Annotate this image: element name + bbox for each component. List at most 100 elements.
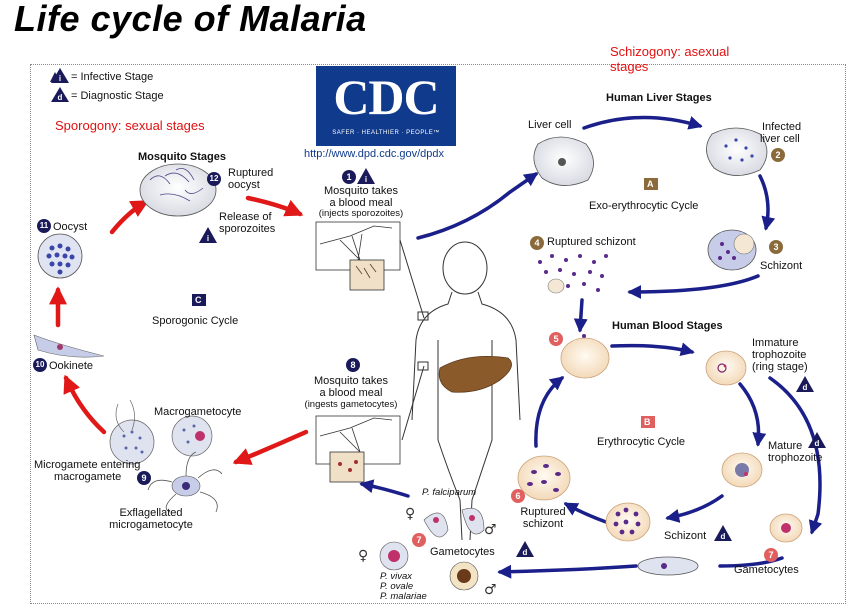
rbc-merozoite-image [560, 334, 610, 379]
human-silhouette [399, 239, 521, 541]
svg-text:i: i [207, 234, 209, 243]
diagnostic-icon-ring: d [796, 376, 814, 392]
diagnostic-icon-gametocytes: d [516, 541, 534, 557]
cdc-url[interactable]: http://www.dpd.cdc.gov/dpdx [304, 148, 445, 160]
badge-2: 2 [775, 150, 781, 160]
ookinete-label: Ookinete [49, 360, 94, 372]
immature-line3: (ring stage) [752, 361, 808, 373]
ruptured-oocyst-line2: oocyst [228, 179, 260, 191]
badge-12: 12 [209, 174, 219, 183]
cycle-a-letter: A [647, 179, 654, 189]
infected-line1: Infected [762, 121, 802, 133]
svg-text:♀: ♀ [405, 506, 415, 522]
gametocyte-crescent-image [637, 556, 699, 576]
liver-ruptured-schizont-image [538, 254, 608, 294]
mature-trophozoite-image [721, 452, 763, 488]
microgamete-image [109, 399, 155, 465]
oocyst-image [37, 233, 83, 279]
page-title: Life cycle of Malaria [14, 0, 367, 39]
infected-line2: liver cell [760, 133, 800, 145]
exflagellated-line1: Exflagellated [119, 507, 183, 519]
blood-ruptured-schizont-image [517, 455, 571, 501]
liver-cell-image [533, 136, 594, 186]
species-malariae: P. malariae [380, 591, 427, 602]
liver-schizont-label: Schizont [760, 260, 803, 272]
stage8-line1: Mosquito takes [314, 375, 388, 387]
diagnostic-legend-icon: d [51, 87, 69, 102]
diagnostic-icon-schizont: d [714, 525, 732, 541]
infective-legend-icon: i [50, 68, 69, 83]
badge-7b: 7 [416, 535, 422, 545]
mosquito-bite-image-2 [315, 415, 401, 483]
badge-4: 4 [534, 238, 540, 248]
ring-stage-image [705, 350, 747, 386]
svg-text:d: d [58, 93, 63, 102]
red-arrows [49, 195, 309, 465]
svg-text:♀: ♀ [358, 548, 368, 564]
ookinete-image [33, 334, 105, 358]
ruptured-schizont-line2: schizont [522, 518, 564, 530]
badge-11: 11 [39, 221, 49, 230]
ruptured-schizont-line1: Ruptured [520, 506, 566, 518]
badge-7: 7 [768, 550, 774, 560]
stage8-line3: (ingests gametocytes) [304, 399, 398, 410]
species-falciparum: P. falciparum [422, 487, 477, 498]
gametocytes-center-label: Gametocytes [430, 546, 495, 558]
macrogametocyte-image [171, 415, 213, 457]
sporogony-annotation-1: Sporogony: sexual stages [55, 118, 205, 133]
blood-stages-header: Human Blood Stages [612, 320, 723, 332]
cdc-logo: CDC SAFER · HEALTHIER · PEOPLE™ [316, 66, 456, 146]
cycle-b-box [641, 416, 655, 428]
cdc-tagline: SAFER · HEALTHIER · PEOPLE™ [332, 130, 440, 136]
stage1-line1: Mosquito takes [324, 185, 398, 197]
svg-text:d: d [803, 383, 808, 392]
stage-badges-navy [33, 170, 360, 485]
svg-text:i: i [365, 175, 367, 184]
sex-symbols: ♀ ♂ ♀ ♂ [358, 506, 497, 598]
mosquito-stages-header: Mosquito Stages [138, 151, 227, 163]
blood-schizont-label: Schizont [664, 530, 707, 542]
liver-cell-label: Liver cell [528, 119, 572, 131]
liver-schizont-image [707, 229, 757, 271]
badge-1: 1 [346, 172, 352, 182]
legend-diagnostic-label: = Diagnostic Stage [71, 90, 164, 102]
microgamete-line2: macrogamete [54, 471, 122, 483]
badge-6: 6 [515, 491, 521, 501]
svg-text:i: i [59, 74, 61, 83]
svg-text:♂: ♂ [484, 522, 497, 538]
cycle-a-box [644, 178, 658, 190]
svg-text:d: d [523, 548, 528, 557]
stage1-line3: (injects sporozoites) [318, 208, 404, 219]
species-vivax: P. vivax [380, 571, 413, 582]
svg-text:d: d [721, 532, 726, 541]
legend-infective-label: = Infective Stage [71, 71, 154, 83]
badge-3: 3 [773, 242, 779, 252]
cycle-c-box [192, 294, 206, 306]
stage-badges-red [412, 332, 778, 562]
immature-line2: trophozoite [752, 349, 807, 361]
ruptured-oocyst-image [139, 163, 217, 217]
stage8-line2: a blood meal [319, 387, 383, 399]
oocyst-label: Oocyst [53, 221, 88, 233]
exflagellated-image [147, 451, 223, 513]
mosquito-bite-image-1 [315, 221, 401, 291]
vivax-gametocytes-image [379, 541, 479, 591]
microgamete-line1: Microgamete entering [34, 459, 141, 471]
badge-10: 10 [35, 360, 45, 369]
svg-text:d: d [815, 439, 820, 448]
immature-line1: Immature [752, 337, 799, 349]
badge-9: 9 [141, 473, 147, 483]
gametocytes-right-label: Gametocytes [734, 564, 799, 576]
macrogametocyte-label: Macrogametocyte [154, 406, 242, 418]
svg-text:♂: ♂ [484, 582, 497, 598]
gametocyte-rbc-image [769, 513, 803, 543]
release-line1: Release of [219, 211, 272, 223]
badge-8: 8 [350, 360, 356, 370]
infected-liver-cell-image [706, 127, 768, 176]
cycle-a-label: Exo-erythrocytic Cycle [589, 200, 699, 212]
diagram-frame [30, 64, 846, 604]
species-ovale: P. ovale [380, 581, 414, 592]
schizogony-annotation: Schizogony: asexual stages [610, 44, 730, 74]
cycle-c-letter: C [195, 295, 202, 305]
